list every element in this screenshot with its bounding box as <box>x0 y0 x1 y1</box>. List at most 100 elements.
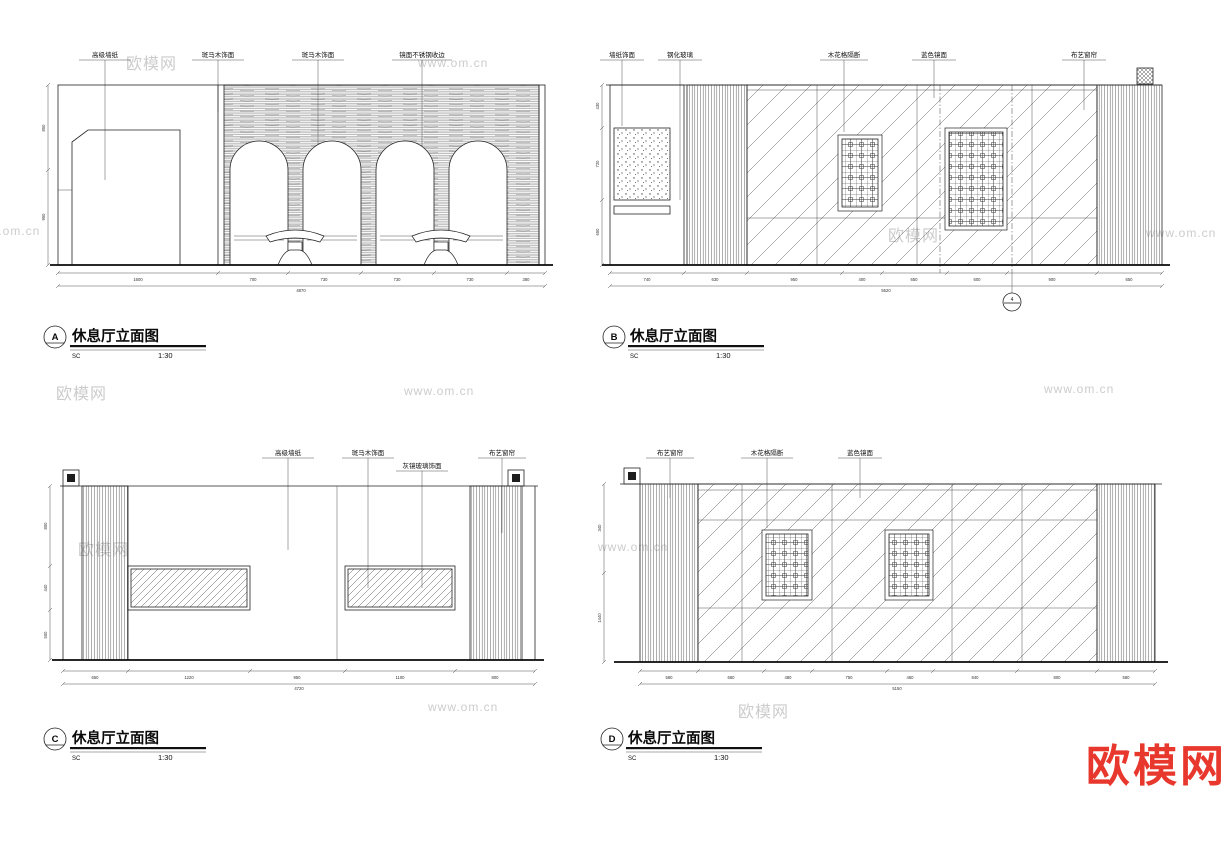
mirror-panel <box>344 565 456 611</box>
callout-label: 斑马木饰面 <box>352 448 385 457</box>
dimension-value: 850 <box>41 124 46 132</box>
booth-arch <box>448 140 508 266</box>
fabric-curtain <box>81 485 129 661</box>
callout-label: 斑马木饰面 <box>202 50 235 59</box>
fabric-curtain <box>639 483 699 663</box>
elevation-d: 布艺窗帘 木花格隔断 蓝色镜面 <box>597 448 1168 762</box>
dimension-value: 340 <box>597 524 602 532</box>
dimension-value: 720 <box>595 160 600 168</box>
dimension-value: 740 <box>644 277 652 282</box>
dimension-value: 500 <box>43 631 48 639</box>
watermark: www.om.cn <box>1044 382 1115 396</box>
scale-value: 1:30 <box>158 351 173 360</box>
elevation-b-structure: 4 <box>602 67 1170 312</box>
elevation-marker-circle <box>602 325 626 349</box>
dimension-value: 660 <box>728 675 736 680</box>
fabric-curtain <box>1096 483 1156 663</box>
curtain-track-detail <box>623 467 641 485</box>
dimension-value: 650 <box>911 277 919 282</box>
elevation-marker-letter: B <box>611 332 618 343</box>
scale-value: 1:30 <box>714 753 729 762</box>
callout-label: 高级墙纸 <box>92 50 119 59</box>
booth-arch <box>302 140 362 266</box>
callout-label: 布艺窗帘 <box>489 448 516 457</box>
elevation-c-dimensions: 650 1220 950 1100 800 4720 800 440 500 <box>43 483 538 691</box>
callout-label: 镜面不锈钢收边 <box>399 50 445 59</box>
dimension-value: 650 <box>1126 277 1134 282</box>
elevation-marker-circle <box>43 727 67 751</box>
dimension-value: 950 <box>791 277 799 282</box>
dimension-value: 800 <box>1054 675 1062 680</box>
elevation-d-structure <box>614 467 1168 663</box>
mirror-panel <box>127 565 251 611</box>
elevation-a-titleblock: A 休息厅立面图 SC 1:30 <box>43 325 206 360</box>
dimension-value: 950 <box>294 675 302 680</box>
dimension-ticks <box>60 668 538 674</box>
elevation-c: 高级墙纸 斑马木饰面 灰镜玻璃饰面 布艺窗帘 <box>43 448 544 762</box>
scale-value: 1:30 <box>158 753 173 762</box>
om-logo: 欧模网 <box>1086 742 1227 791</box>
dimension-value: 1600 <box>133 277 143 282</box>
elevation-c-titleblock: C 休息厅立面图 SC 1:30 <box>43 727 206 762</box>
curtain-track-detail <box>62 469 80 487</box>
dimension-ticks <box>55 270 548 276</box>
dimension-value: 440 <box>43 584 48 592</box>
dimension-total: 5520 <box>881 288 891 293</box>
panel-title: 休息厅立面图 <box>627 729 715 747</box>
door-outline <box>71 129 181 265</box>
elevation-a: 高级墙纸 斑马木饰面 斑马木饰面 镜面不锈钢收边 <box>41 50 553 360</box>
dimension-value: 430 <box>595 102 600 110</box>
dimension-value: 580 <box>666 675 674 680</box>
callout-label: 灰镜玻璃饰面 <box>403 461 443 470</box>
elevation-marker-circle <box>43 325 67 349</box>
dimension-value: 650 <box>92 675 100 680</box>
elevation-c-structure <box>52 469 544 661</box>
callout-label: 斑马木饰面 <box>302 50 335 59</box>
watermark: 欧模网 <box>56 386 108 403</box>
callout-label: 钢化玻璃 <box>667 50 694 59</box>
callout-label: 高级墙纸 <box>275 448 302 457</box>
elevation-marker-circle <box>600 727 624 751</box>
panel-title: 休息厅立面图 <box>71 729 159 747</box>
elevation-d-titleblock: D 休息厅立面图 SC 1:30 <box>600 727 762 762</box>
elevation-b-titleblock: B 休息厅立面图 SC 1:30 <box>602 325 764 360</box>
elevation-marker-letter: C <box>52 734 59 745</box>
dimension-value: 800 <box>43 522 48 530</box>
elevation-marker-letter: A <box>52 332 59 343</box>
dimension-total: 5150 <box>892 686 902 691</box>
scale-prefix: SC <box>630 354 639 360</box>
textured-panel <box>613 127 671 201</box>
booth-seats <box>234 229 503 266</box>
table-top <box>411 229 471 243</box>
elevation-d-dimensions: 580 660 480 750 460 840 800 580 5150 340… <box>597 481 1158 691</box>
elevation-a-structure <box>50 84 553 266</box>
callout-label: 布艺窗帘 <box>1071 50 1098 59</box>
fabric-curtain <box>686 84 748 266</box>
elevation-b-dimensions: 740 630 950 400 650 600 900 650 5520 430… <box>595 82 1165 293</box>
callout-label: 蓝色镜面 <box>847 448 874 457</box>
dimension-value: 580 <box>1123 675 1131 680</box>
dimension-value: 380 <box>523 277 531 282</box>
callout-label: 布艺窗帘 <box>657 448 684 457</box>
dimension-value: 1100 <box>395 675 405 680</box>
scale-prefix: SC <box>72 756 81 762</box>
callout-label: 木花格隔断 <box>751 448 784 457</box>
panel-title: 休息厅立面图 <box>629 327 717 345</box>
dimension-value: 900 <box>1049 277 1057 282</box>
callout-label: 木花格隔断 <box>828 50 861 59</box>
callout-label: 蓝色镜面 <box>921 50 948 59</box>
fabric-curtain <box>1096 84 1163 266</box>
dimension-value: 730 <box>321 277 329 282</box>
scale-prefix: SC <box>628 756 637 762</box>
watermark: www.om.cn <box>404 384 475 398</box>
dimension-value: 730 <box>394 277 402 282</box>
table-base <box>277 249 313 266</box>
dimension-value: 460 <box>907 675 915 680</box>
dimension-value: 800 <box>492 675 500 680</box>
fabric-curtain <box>469 485 523 661</box>
glass-wall <box>746 84 1098 266</box>
booth-arch <box>229 140 289 266</box>
dimension-value: 700 <box>250 277 258 282</box>
dimension-value: 480 <box>785 675 793 680</box>
elevation-a-dimensions: 1600 700 730 730 730 380 4870 850 950 <box>41 82 548 293</box>
